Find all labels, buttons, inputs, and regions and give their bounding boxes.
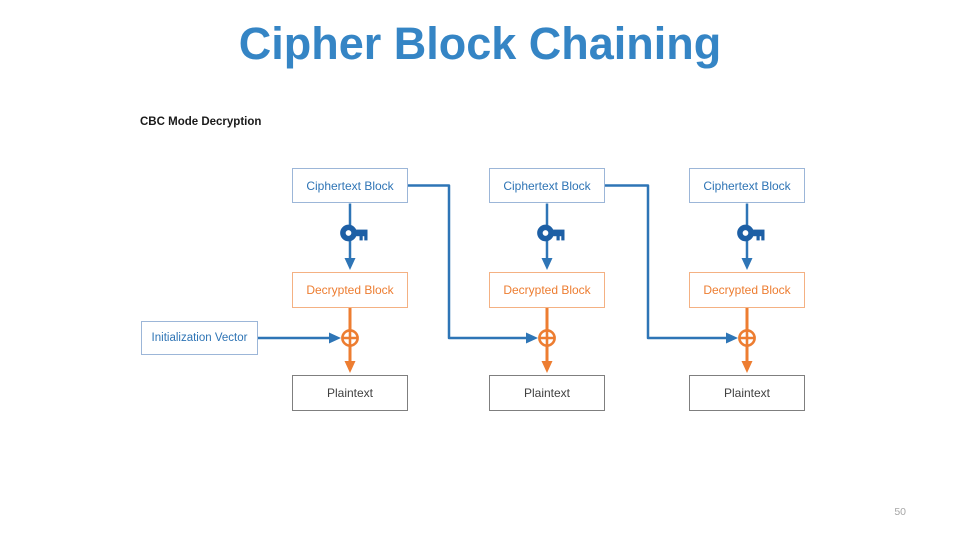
chain-ciphertext1-to-xor2 [408, 184, 538, 344]
arrow-head-down-icon [541, 258, 553, 270]
arrow-head-down-icon [541, 361, 553, 373]
decrypted-block-1: Decrypted Block [292, 272, 408, 308]
ciphertext-block-1: Ciphertext Block [292, 168, 408, 203]
xor-circle-plus-icon [738, 329, 756, 347]
iv-to-xor-arrow [258, 332, 341, 344]
arrow-head-right-icon [726, 332, 738, 344]
ciphertext-block-3: Ciphertext Block [689, 168, 805, 203]
arrow-head-down-icon [741, 361, 753, 373]
plaintext-block-2: Plaintext [489, 375, 605, 411]
arrow-head-right-icon [329, 332, 341, 344]
arrow-head-down-icon [344, 258, 356, 270]
arrow-head-right-icon [526, 332, 538, 344]
diagram-caption: CBC Mode Decryption [140, 116, 262, 128]
chain-ciphertext2-to-xor3 [604, 184, 738, 344]
arrow-head-down-icon [344, 361, 356, 373]
page-number: 50 [894, 506, 906, 518]
xor-circle-plus-icon [538, 329, 556, 347]
decrypted-block-3: Decrypted Block [689, 272, 805, 308]
page-title: Cipher Block Chaining [238, 18, 722, 69]
plaintext-block-3: Plaintext [689, 375, 805, 411]
decrypted-block-2: Decrypted Block [489, 272, 605, 308]
plaintext-block-1: Plaintext [292, 375, 408, 411]
key-icon [340, 224, 368, 242]
arrow-head-down-icon [741, 258, 753, 270]
key-icon [537, 224, 565, 242]
xor-circle-plus-icon [341, 329, 359, 347]
initialization-vector-block: Initialization Vector [141, 321, 258, 355]
ciphertext-block-2: Ciphertext Block [489, 168, 605, 203]
key-icon [737, 224, 765, 242]
